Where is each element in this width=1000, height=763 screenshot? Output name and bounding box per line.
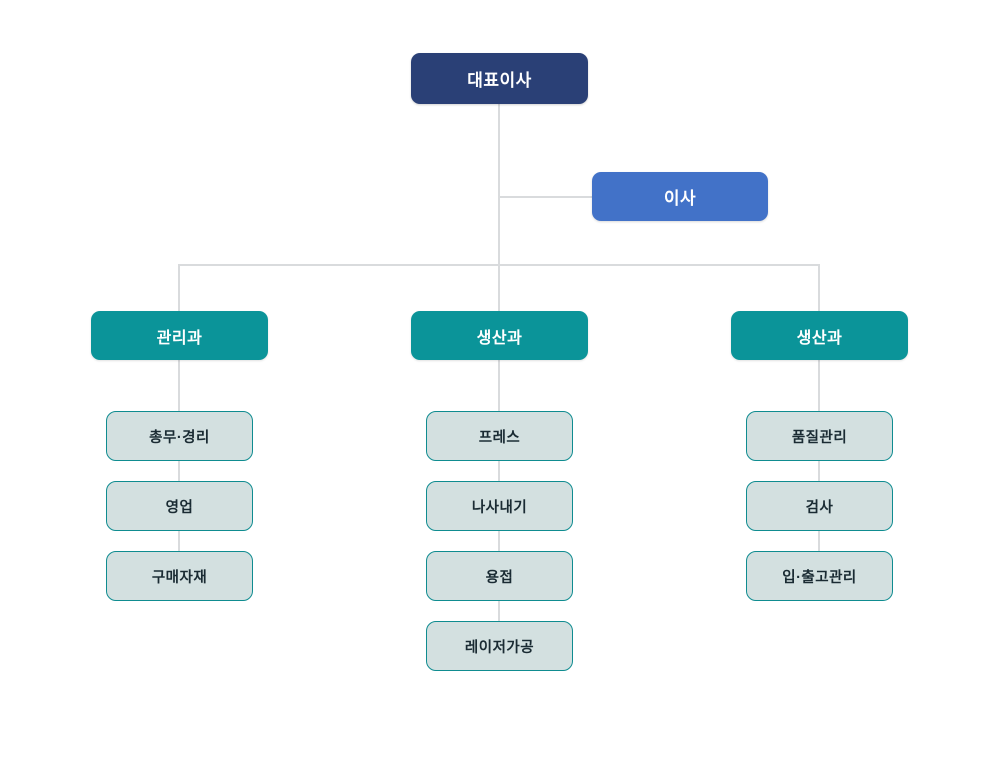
- node-team-2-3[interactable]: 용접: [426, 551, 573, 601]
- node-team-3-2[interactable]: 검사: [746, 481, 893, 531]
- node-team-3-3[interactable]: 입·출고관리: [746, 551, 893, 601]
- node-ceo[interactable]: 대표이사: [411, 53, 588, 104]
- node-team-1-3[interactable]: 구매자재: [106, 551, 253, 601]
- connector-drop-dept-1: [178, 264, 180, 312]
- connector-ceo-spine: [498, 104, 500, 265]
- node-department-3[interactable]: 생산과: [731, 311, 908, 360]
- node-team-2-1[interactable]: 프레스: [426, 411, 573, 461]
- node-team-2-2[interactable]: 나사내기: [426, 481, 573, 531]
- node-team-1-1[interactable]: 총무·경리: [106, 411, 253, 461]
- connector-drop-dept-2: [498, 264, 500, 312]
- node-director[interactable]: 이사: [592, 172, 768, 221]
- node-department-2[interactable]: 생산과: [411, 311, 588, 360]
- node-team-3-1[interactable]: 품질관리: [746, 411, 893, 461]
- node-team-2-4[interactable]: 레이저가공: [426, 621, 573, 671]
- node-team-1-2[interactable]: 영업: [106, 481, 253, 531]
- connector-drop-dept-3: [818, 264, 820, 312]
- node-department-1[interactable]: 관리과: [91, 311, 268, 360]
- connector-director-branch: [498, 196, 593, 198]
